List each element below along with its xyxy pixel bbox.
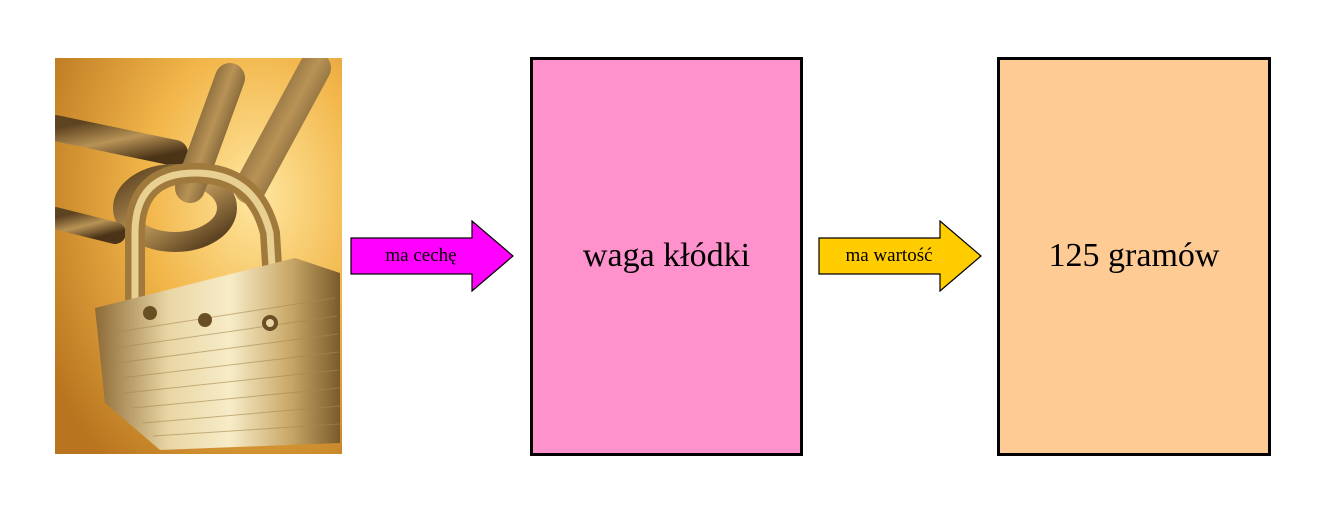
relation-arrow-has-value: ma wartość xyxy=(818,220,982,292)
padlock-photo xyxy=(42,52,342,454)
value-box-125-grams: 125 gramów xyxy=(997,57,1271,456)
value-label: 125 gramów xyxy=(1048,237,1220,274)
concept-box-padlock-weight: waga kłódki xyxy=(530,57,803,456)
relation-arrow-has-feature: ma cechę xyxy=(350,220,514,292)
relation-label-has-feature: ma cechę xyxy=(385,245,457,266)
relation-label-has-value: ma wartość xyxy=(845,245,933,266)
concept-label: waga kłódki xyxy=(582,237,751,274)
